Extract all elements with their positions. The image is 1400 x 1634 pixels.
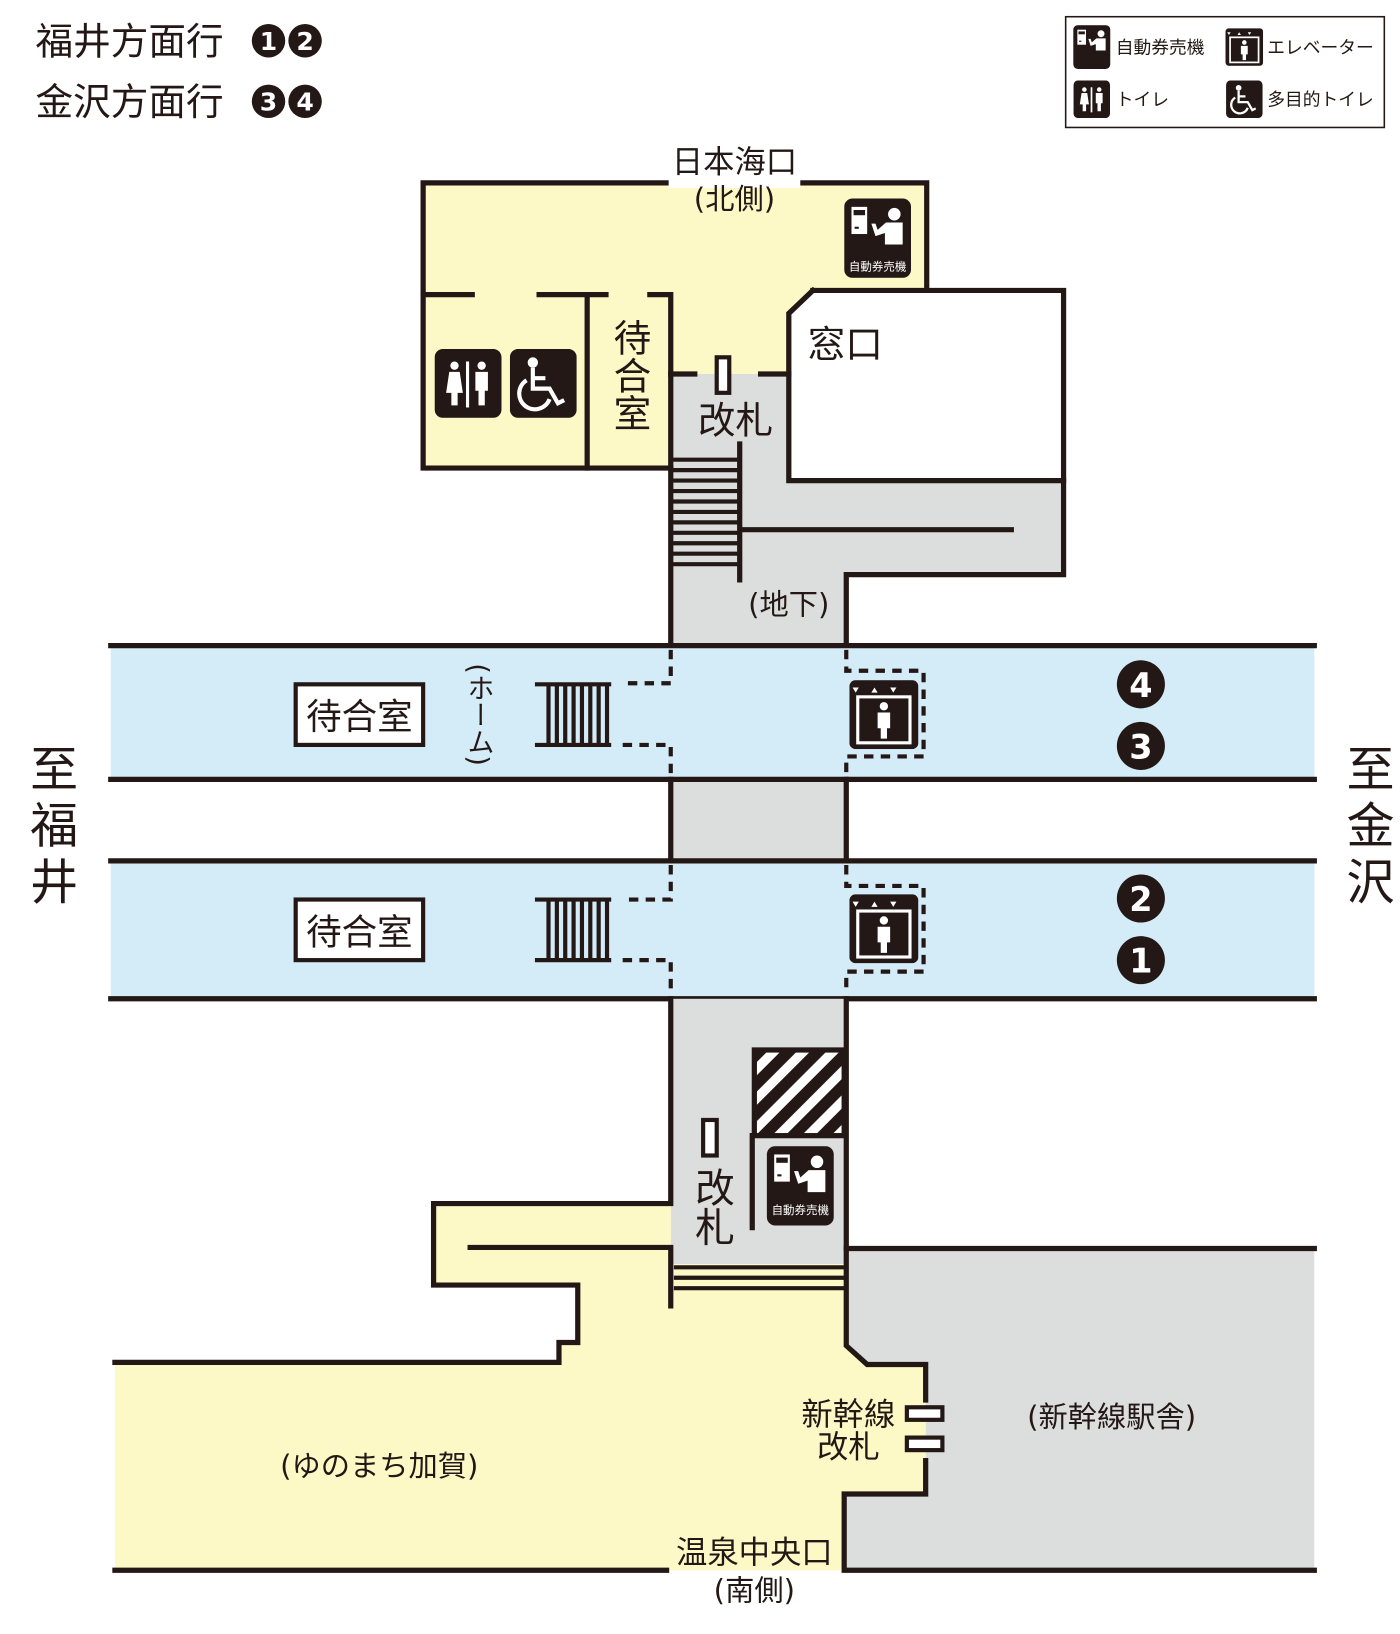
legend-ticket-machine: 自動券売機 — [1116, 37, 1205, 58]
south-exit-name: 温泉中央口 — [676, 1535, 833, 1571]
shinkansen-building — [844, 1248, 1315, 1571]
platform-waiting-room — [293, 682, 426, 748]
platform-number-1: 1 — [1129, 942, 1152, 981]
legend-toilet: トイレ — [1116, 91, 1169, 111]
south-exit-side: (南側) — [714, 1574, 795, 1608]
wheelchair-icon — [510, 349, 577, 418]
platform-number-3: 3 — [1129, 727, 1152, 766]
south-gate-label: 改札 — [688, 1167, 734, 1246]
direction-label: 福井方面行 — [36, 19, 224, 63]
platform-number-4: 4 — [1129, 666, 1152, 705]
ticket-office-room — [788, 290, 1064, 481]
direction-label: 金沢方面行 — [36, 80, 224, 124]
north-exit-name: 日本海口 — [672, 144, 797, 180]
shinkansen-gate — [904, 1435, 945, 1453]
platform-badge — [288, 24, 322, 58]
ticket-machine-caption: 自動券売機 — [849, 260, 907, 274]
restricted-area — [751, 1047, 847, 1139]
platform-waiting-room-label: 待合室 — [306, 912, 413, 953]
underpass — [670, 779, 847, 861]
legend-accessible-toilet: 多目的トイレ — [1267, 90, 1374, 111]
underground-label: (地下) — [748, 587, 829, 621]
south-building: 自動券売機 改札 新幹線 改札 (新幹線駅舎) (ゆのまち加賀) 温泉中央口 (… — [112, 996, 1317, 1608]
to-kanazawa-label: 至金沢 — [1338, 744, 1394, 913]
platform-number: 4 — [296, 88, 313, 117]
ticket-machine-icon — [1073, 25, 1111, 69]
platform-badge — [288, 84, 322, 119]
shinkansen-gate-label-2: 改札 — [817, 1429, 880, 1465]
stairs — [673, 1265, 845, 1291]
yunomachi-label: (ゆのまち加賀) — [280, 1449, 478, 1483]
platform-number: 2 — [296, 27, 313, 56]
north-gate-label: 改札 — [698, 399, 773, 443]
wheelchair-icon — [1225, 80, 1264, 119]
legend: 自動券売機 エレベーター トイレ 多目的トイレ — [1064, 15, 1386, 129]
to-fukui-label: 至福井 — [21, 744, 78, 913]
north-exit-side: (北側) — [694, 182, 775, 216]
north-building: 自動券売機 日本海口 (北側) 窓口 改札 待合室 (地下) — [420, 144, 1067, 649]
waiting-room-label: 待合室 — [607, 319, 651, 432]
ticket-office-label: 窓口 — [808, 322, 883, 366]
ticket-machine-caption: 自動券売機 — [772, 1203, 830, 1217]
home-label: (ホーム) — [462, 663, 493, 766]
toilet-icon — [1073, 80, 1111, 119]
platform-number-2: 2 — [1129, 880, 1152, 919]
platform-badge — [251, 84, 286, 119]
legend-elevator: エレベーター — [1267, 37, 1374, 58]
platform-number: 3 — [260, 88, 277, 117]
platforms: 待合室 待合室 (ホーム) 4 3 2 1 至福井 至金沢 — [21, 643, 1394, 1002]
stairs — [670, 457, 740, 567]
shinkansen-building-label: (新幹線駅舎) — [1027, 1400, 1196, 1434]
direction-kanazawa: 金沢方面行 3 4 — [36, 80, 322, 124]
platform-stairs — [534, 897, 612, 963]
platform-waiting-room — [293, 897, 426, 963]
platform-stairs — [534, 682, 612, 748]
ticket-gate — [701, 1117, 719, 1158]
shinkansen-gate — [904, 1405, 945, 1422]
elevator-icon — [1225, 28, 1264, 66]
toilet-icon — [434, 348, 502, 418]
shinkansen-gate-label: 新幹線 — [801, 1397, 895, 1433]
platform-waiting-room-label: 待合室 — [306, 697, 413, 738]
ticket-gate — [714, 355, 732, 395]
direction-fukui: 福井方面行 1 2 — [36, 19, 322, 63]
elevator-icon — [849, 894, 919, 964]
elevator-icon — [849, 680, 919, 750]
platform-number: 1 — [260, 27, 277, 56]
platform-badge — [251, 24, 286, 58]
